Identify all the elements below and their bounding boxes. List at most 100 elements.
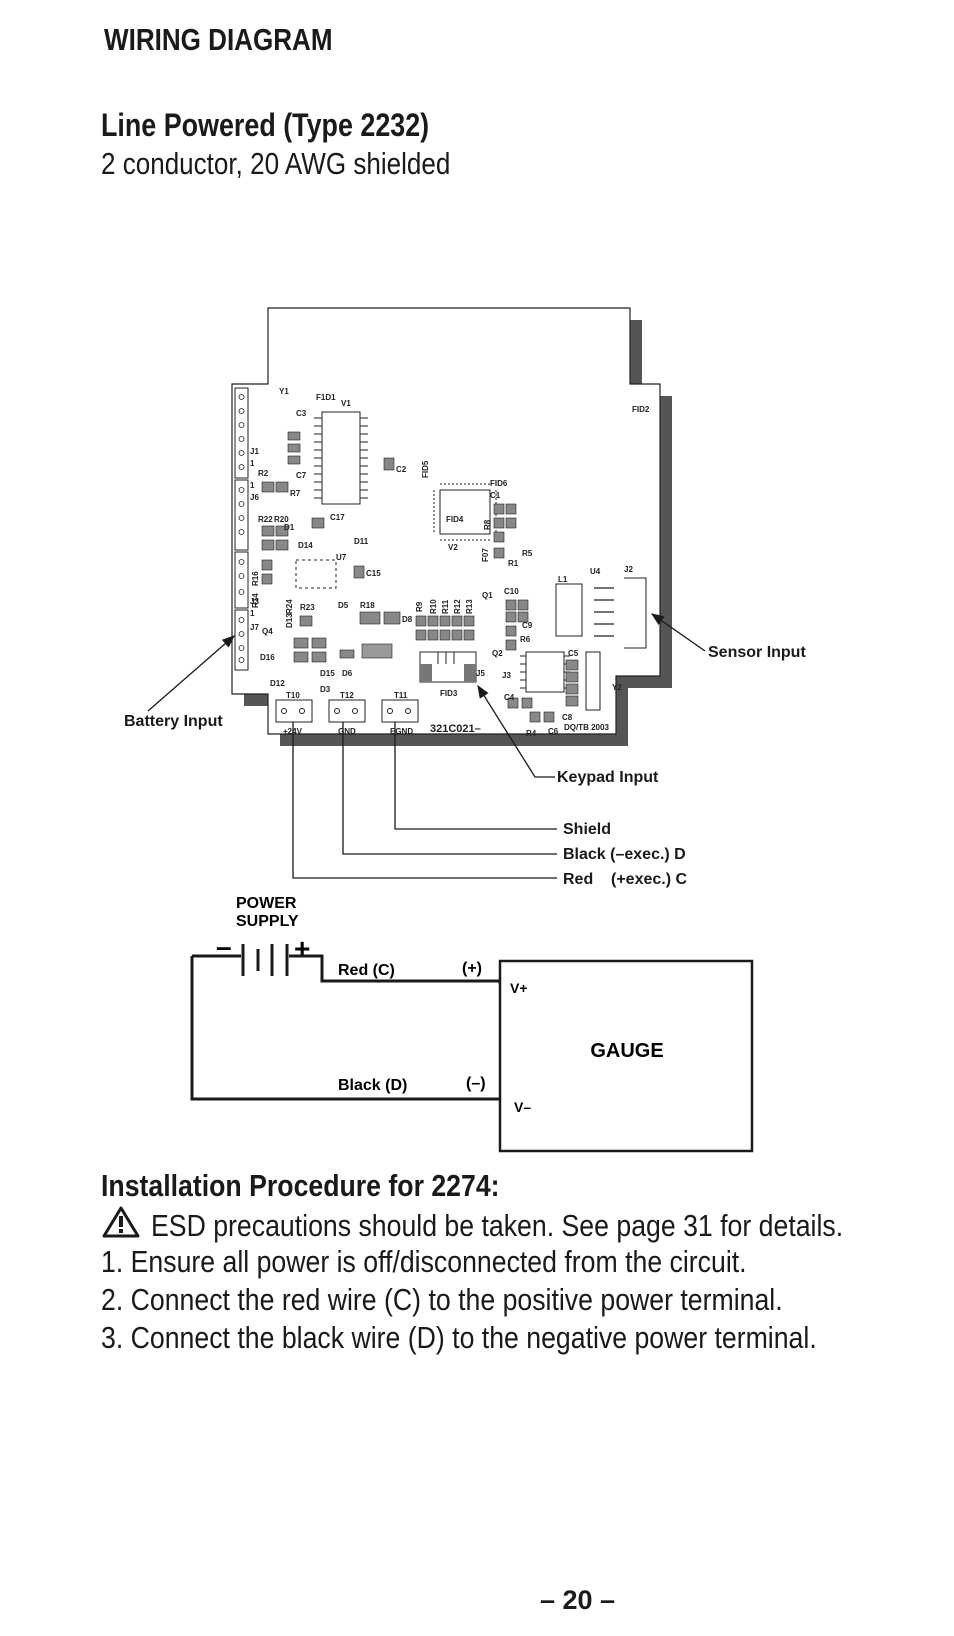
- svg-text:C9: C9: [522, 621, 533, 630]
- black-exec-label: Black (–exec.) D: [563, 846, 686, 863]
- svg-text:R8: R8: [483, 519, 492, 530]
- svg-text:C5: C5: [568, 649, 579, 658]
- svg-text:J1: J1: [250, 447, 259, 456]
- terminal-blocks: [275, 699, 419, 723]
- v-minus-label: V–: [514, 1099, 531, 1115]
- svg-text:L1: L1: [558, 575, 568, 584]
- svg-text:J5: J5: [476, 669, 485, 678]
- installation-title: Installation Procedure for 2274:: [101, 1168, 500, 1203]
- step-2: 2. Connect the red wire (C) to the posit…: [101, 1282, 783, 1317]
- section-subtitle: 2 conductor, 20 AWG shielded: [101, 146, 451, 181]
- svg-text:1: 1: [250, 609, 255, 618]
- svg-text:321C021–: 321C021–: [430, 723, 481, 735]
- svg-text:FID2: FID2: [632, 405, 650, 414]
- page-number: – 20 –: [540, 1585, 616, 1615]
- svg-text:FID4: FID4: [446, 515, 464, 524]
- svg-text:D6: D6: [342, 669, 353, 678]
- svg-text:D15: D15: [320, 669, 335, 678]
- svg-text:GND: GND: [338, 727, 356, 736]
- svg-text:D14: D14: [298, 541, 313, 550]
- svg-text:T10: T10: [286, 691, 300, 700]
- svg-text:D13: D13: [285, 613, 294, 628]
- gauge-box: GAUGE V+ V–: [498, 959, 754, 1153]
- red-wire-label: Red (C): [338, 962, 395, 979]
- svg-text:R1: R1: [508, 559, 519, 568]
- power-supply-label-2: SUPPLY: [236, 913, 299, 930]
- gauge-label: GAUGE: [590, 1040, 663, 1062]
- esd-warning: ESD precautions should be taken. See pag…: [101, 1205, 954, 1244]
- esd-warning-text: ESD precautions should be taken. See pag…: [151, 1208, 844, 1243]
- svg-text:V2: V2: [448, 543, 458, 552]
- v-plus-label: V+: [510, 980, 528, 996]
- step-3: 3. Connect the black wire (D) to the neg…: [101, 1320, 817, 1355]
- svg-text:D12: D12: [270, 679, 285, 688]
- svg-text:C4: C4: [504, 693, 515, 702]
- svg-text:R18: R18: [360, 601, 375, 610]
- svg-text:FID6: FID6: [490, 479, 508, 488]
- svg-text:V1: V1: [341, 399, 351, 408]
- svg-text:U4: U4: [590, 567, 601, 576]
- page-title: WIRING DIAGRAM: [104, 22, 333, 57]
- svg-text:R4: R4: [526, 729, 537, 738]
- svg-text:R10: R10: [429, 599, 438, 614]
- svg-text:R14: R14: [251, 593, 260, 608]
- svg-text:D11: D11: [354, 537, 369, 546]
- shield-label: Shield: [563, 821, 611, 838]
- svg-text:FID5: FID5: [421, 460, 430, 478]
- svg-text:C2: C2: [396, 465, 407, 474]
- svg-text:J7: J7: [250, 623, 259, 632]
- svg-text:Y2: Y2: [612, 683, 622, 692]
- svg-text:1: 1: [250, 459, 255, 468]
- svg-text:D1: D1: [284, 523, 295, 532]
- svg-text:D8: D8: [402, 615, 413, 624]
- svg-text:J6: J6: [250, 493, 259, 502]
- svg-text:F07: F07: [481, 548, 490, 562]
- svg-text:J2: J2: [624, 565, 633, 574]
- black-wire-label: Black (D): [338, 1077, 407, 1094]
- svg-text:C10: C10: [504, 587, 519, 596]
- red-exec-label: Red (+exec.) C: [563, 871, 687, 888]
- step-1: 1. Ensure all power is off/disconnected …: [101, 1244, 747, 1279]
- power-supply-circuit: POWER SUPPLY – + Red (C) (+) Black (D) (…: [190, 895, 502, 1101]
- svg-text:C3: C3: [296, 409, 307, 418]
- svg-text:D16: D16: [260, 653, 275, 662]
- svg-text:J3: J3: [502, 671, 511, 680]
- battery-input-label: Battery Input: [124, 713, 223, 730]
- svg-text:C7: C7: [296, 471, 307, 480]
- svg-text:Y1: Y1: [279, 387, 289, 396]
- svg-text:R16: R16: [251, 571, 260, 586]
- circuit-board: [231, 307, 672, 746]
- svg-text:D5: D5: [338, 601, 349, 610]
- svg-text:D3: D3: [320, 685, 331, 694]
- svg-text:R9: R9: [415, 601, 424, 612]
- svg-text:EGND: EGND: [390, 727, 413, 736]
- svg-text:R11: R11: [441, 599, 450, 614]
- power-supply-label-1: POWER: [236, 895, 297, 912]
- svg-text:C17: C17: [330, 513, 345, 522]
- svg-text:C15: C15: [366, 569, 381, 578]
- svg-text:C1: C1: [490, 491, 501, 500]
- svg-text:R7: R7: [290, 489, 301, 498]
- section-title: Line Powered (Type 2232): [101, 107, 430, 143]
- svg-text:F1D1: F1D1: [316, 393, 336, 402]
- keypad-input-label: Keypad Input: [557, 769, 659, 786]
- svg-text:U7: U7: [336, 553, 347, 562]
- svg-text:R23: R23: [300, 603, 315, 612]
- red-polarity-label: (+): [462, 960, 482, 977]
- svg-text:DQ/TB 2003: DQ/TB 2003: [564, 723, 609, 732]
- svg-text:C8: C8: [562, 713, 573, 722]
- battery-minus-sign: –: [216, 931, 232, 962]
- battery-plus-sign: +: [294, 933, 310, 964]
- svg-text:R2: R2: [258, 469, 269, 478]
- svg-text:R12: R12: [453, 599, 462, 614]
- svg-text:1: 1: [250, 481, 255, 490]
- svg-text:R22: R22: [258, 515, 273, 524]
- svg-text:R6: R6: [520, 635, 531, 644]
- svg-text:T12: T12: [340, 691, 354, 700]
- svg-text:FID3: FID3: [440, 689, 458, 698]
- black-polarity-label: (–): [466, 1075, 486, 1092]
- svg-text:J3: J3: [250, 597, 259, 606]
- svg-text:R20: R20: [274, 515, 289, 524]
- svg-text:C6: C6: [548, 727, 559, 736]
